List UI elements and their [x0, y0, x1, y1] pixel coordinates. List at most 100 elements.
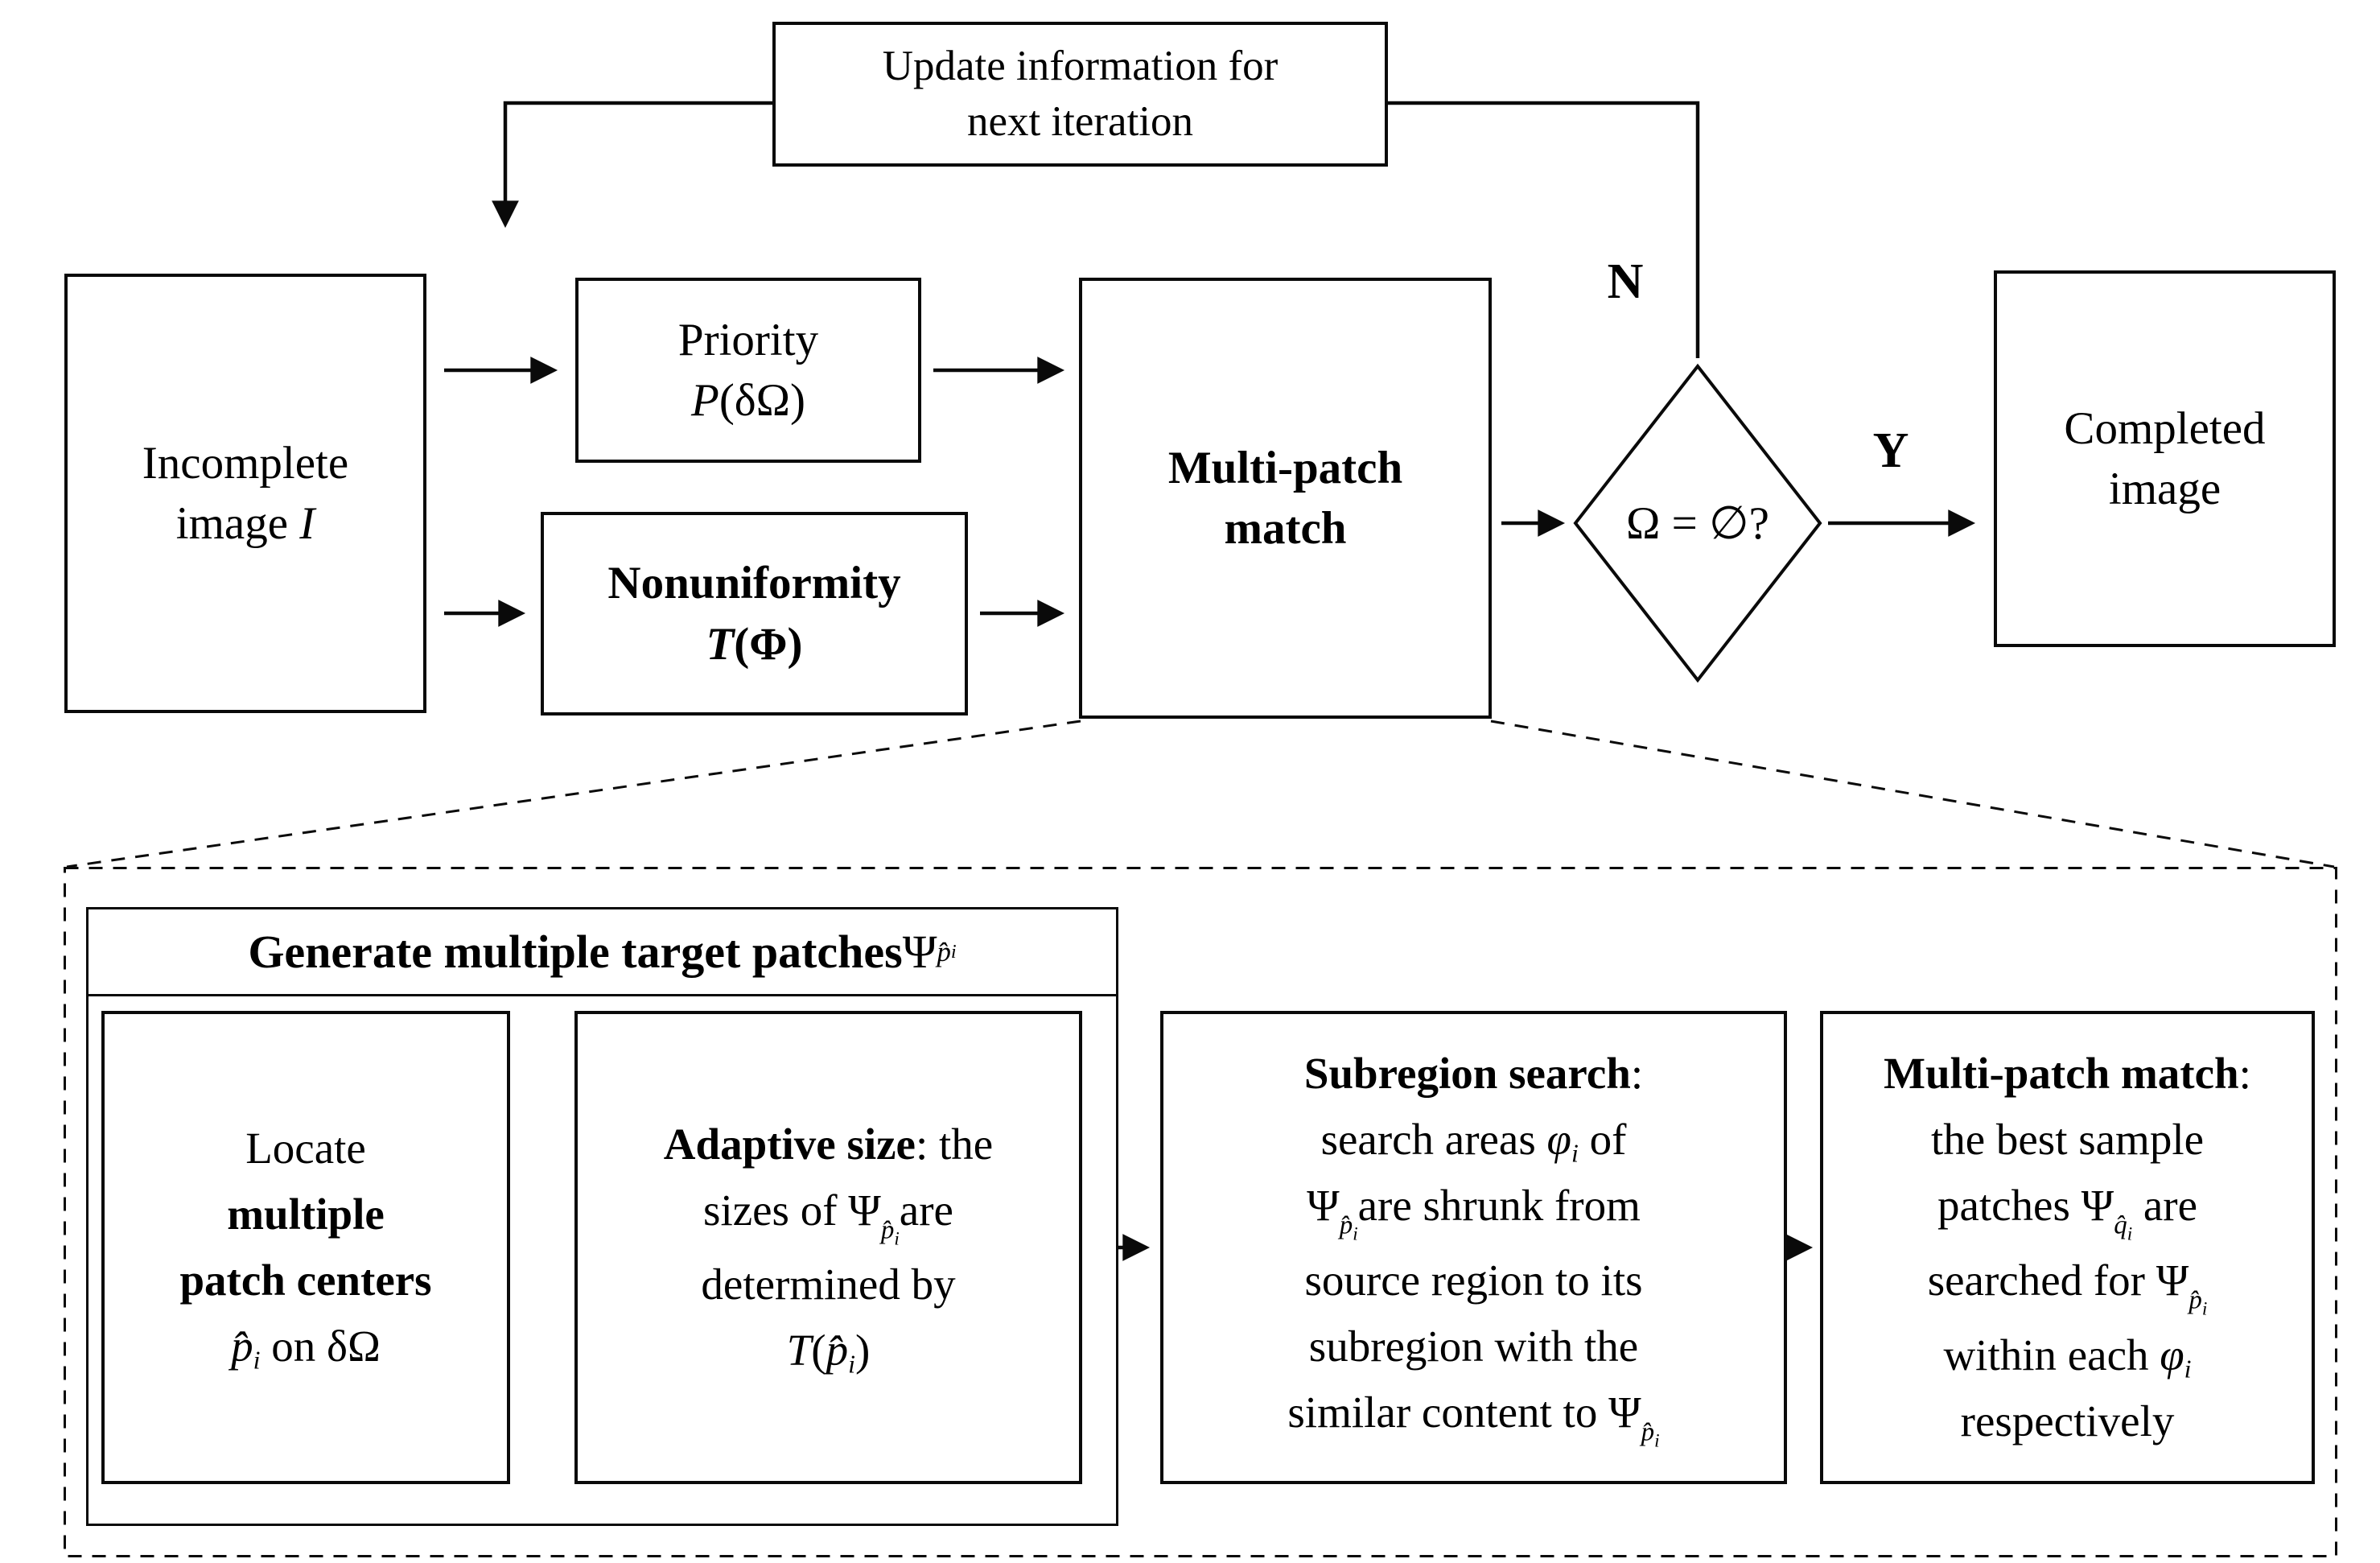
- text-line: sizes of Ψp̂iare: [703, 1177, 953, 1252]
- multipatch-match-box: Multi-patch match: [1079, 278, 1492, 719]
- math-symbol: Ω = ∅?: [1626, 498, 1769, 549]
- math-symbol: i: [950, 940, 957, 963]
- text-line: Completed: [2064, 398, 2265, 459]
- text-segment: Y: [1872, 423, 1909, 478]
- math-symbol: ): [854, 1326, 871, 1375]
- text-segment: Completed: [2064, 402, 2266, 454]
- text-segment: Update information for: [882, 43, 1279, 90]
- text-line: next iteration: [967, 94, 1193, 150]
- text-segment: image: [175, 498, 300, 549]
- locate-centers-box: Locate multiple patch centers p̂i on δΩ: [101, 1011, 510, 1484]
- math-symbol: i: [2184, 1355, 2192, 1384]
- text-segment: Multi-patch match: [1884, 1049, 2239, 1099]
- feedback-line-left: [492, 101, 772, 229]
- label-n: N: [1569, 250, 1682, 314]
- text-segment: Nonuniformity: [607, 558, 901, 609]
- text-line: within each φi: [1943, 1322, 2191, 1388]
- text-line: patches Ψq̂i are: [1937, 1173, 2197, 1248]
- feedback-line-right: [1388, 101, 1700, 358]
- text-segment: next iteration: [966, 98, 1194, 145]
- text-line: Locate: [245, 1116, 366, 1182]
- math-symbol: Ψ: [2156, 1255, 2189, 1305]
- math-symbol: Ψ: [902, 926, 937, 978]
- text-line: Multi-patch match:: [1884, 1041, 2251, 1107]
- math-symbol: Ψ: [2081, 1181, 2114, 1231]
- math-symbol: I: [299, 498, 315, 549]
- math-symbol: T: [786, 1326, 812, 1375]
- text-line: similar content to Ψp̂i: [1287, 1379, 1659, 1454]
- math-symbol: φ: [2160, 1330, 2184, 1379]
- text-line: determined by: [701, 1252, 955, 1318]
- text-segment: of: [1578, 1115, 1627, 1165]
- math-symbol: i: [1654, 1429, 1660, 1451]
- text-line: the best sample: [1931, 1107, 2204, 1173]
- text-segment: Generate multiple target patches: [248, 926, 903, 978]
- math-symbol: q̂: [2114, 1210, 2127, 1240]
- math-symbol: i: [848, 1350, 855, 1379]
- math-symbol: (Φ): [734, 618, 803, 670]
- text-line: searched for Ψp̂i: [1928, 1248, 2208, 1322]
- math-symbol: p̂: [2189, 1285, 2202, 1315]
- text-segment: are shrunk from: [1357, 1181, 1641, 1231]
- text-line: image: [2109, 459, 2221, 519]
- text-segment: match: [1224, 503, 1347, 554]
- math-symbol: p̂: [937, 935, 951, 967]
- math-symbol: Ψ: [848, 1185, 881, 1235]
- text-segment: :: [2238, 1049, 2251, 1099]
- incomplete-image-box: Incomplete image I: [64, 274, 426, 713]
- text-segment: searched for: [1927, 1255, 2156, 1305]
- nonuniformity-box: Nonuniformity T(Φ): [541, 512, 968, 716]
- math-symbol: T: [706, 618, 735, 670]
- multipatch-match-detail-box: Multi-patch match: the best sample patch…: [1820, 1011, 2315, 1484]
- math-symbol: (: [811, 1326, 826, 1375]
- subregion-search-box: Subregion search: search areas φi of Ψp̂…: [1160, 1011, 1787, 1484]
- decision-diamond-shape: [1573, 363, 1822, 683]
- text-line: patch centers: [179, 1248, 431, 1313]
- text-line: image I: [176, 493, 315, 554]
- text-line: match: [1225, 498, 1347, 559]
- math-symbol: Ψ: [1608, 1387, 1641, 1437]
- text-segment: search areas: [1320, 1115, 1547, 1165]
- text-segment: multiple: [227, 1189, 385, 1239]
- adaptive-size-box: Adaptive size: the sizes of Ψp̂iare dete…: [574, 1011, 1082, 1484]
- math-symbol: i: [1353, 1223, 1358, 1244]
- zoom-dash-right: [1490, 720, 2335, 868]
- text-line: Update information for: [883, 39, 1279, 94]
- math-symbol: i: [2127, 1223, 2133, 1244]
- text-segment: Priority: [677, 314, 819, 365]
- detail-dashed-region: [64, 867, 2337, 1557]
- text-segment: determined by: [701, 1260, 956, 1309]
- text-line: Incomplete: [142, 433, 348, 493]
- decision-condition: Ω = ∅?: [1577, 366, 1818, 680]
- zoom-dash-left: [66, 720, 1081, 868]
- math-symbol: p̂: [826, 1326, 849, 1375]
- text-segment: subregion with the: [1308, 1322, 1639, 1371]
- text-line: T(Φ): [706, 614, 802, 674]
- math-symbol: on δΩ: [260, 1321, 381, 1371]
- completed-image-box: Completed image: [1994, 270, 2336, 647]
- math-symbol: Ψ: [1307, 1181, 1340, 1231]
- text-segment: Subregion search: [1303, 1049, 1631, 1099]
- text-segment: sizes of: [703, 1185, 849, 1235]
- text-segment: are: [2132, 1181, 2198, 1231]
- text-line: source region to its: [1304, 1248, 1642, 1313]
- text-line: Nonuniformity: [607, 553, 900, 613]
- text-line: Adaptive size: the: [664, 1111, 993, 1177]
- text-segment: within each: [1943, 1330, 2160, 1379]
- text-line: multiple: [227, 1182, 385, 1248]
- text-segment: Locate: [245, 1124, 366, 1173]
- text-segment: Adaptive size: [663, 1119, 916, 1169]
- math-symbol: p̂: [231, 1321, 253, 1371]
- text-segment: similar content to: [1287, 1387, 1609, 1437]
- text-segment: : the: [915, 1119, 994, 1169]
- text-line: Ψp̂iare shrunk from: [1307, 1173, 1641, 1248]
- math-symbol: P: [690, 375, 719, 426]
- text-segment: patches: [1937, 1181, 2081, 1231]
- text-line: P(δΩ): [691, 370, 805, 431]
- text-segment: are: [899, 1185, 953, 1235]
- text-line: T(p̂i): [787, 1318, 871, 1384]
- text-segment: patch centers: [179, 1255, 432, 1305]
- math-symbol: p̂: [1339, 1210, 1353, 1240]
